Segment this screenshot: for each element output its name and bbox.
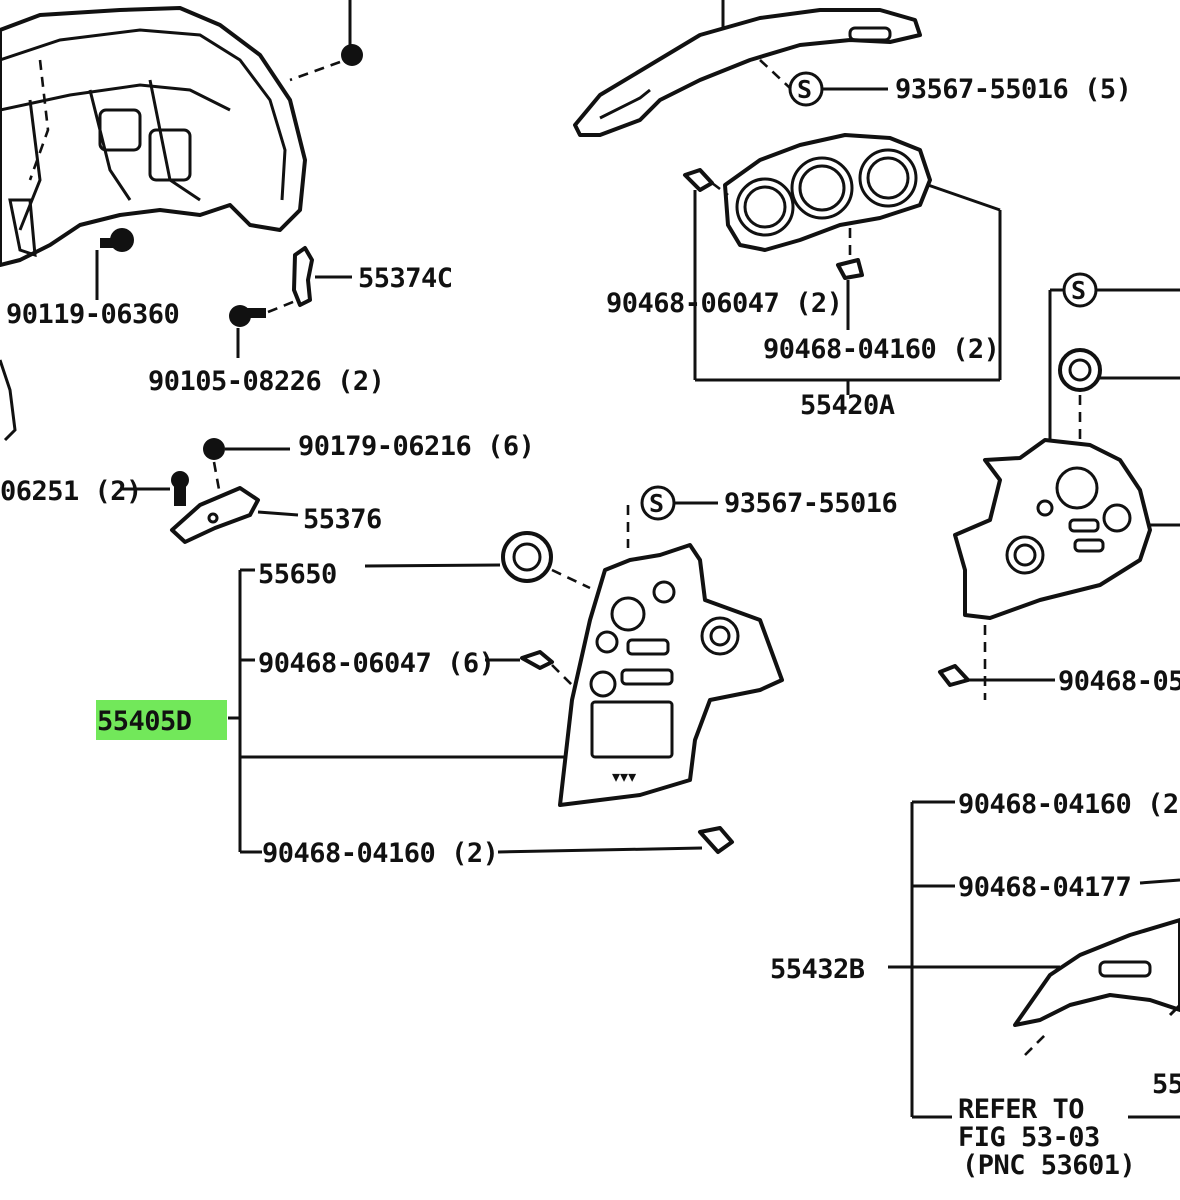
svg-text:S: S	[797, 75, 812, 104]
label-55650: 55650	[258, 559, 337, 590]
svg-text:S: S	[649, 489, 664, 518]
label-06251: 06251 (2)	[0, 476, 142, 507]
label-93567-55016-mid: 93567-55016	[724, 488, 897, 519]
label-90468-05-right: 90468-05	[1058, 666, 1180, 697]
label-90119-06360: 90119-06360	[6, 299, 179, 330]
label-55376: 55376	[303, 504, 382, 535]
center-cluster-panel-55405D: ▾▾▾	[501, 505, 784, 854]
label-55420A: 55420A	[800, 390, 895, 421]
label-90468-04160-bottom: 90468-04160 (2)	[262, 838, 498, 869]
refer-line-2: FIG 53-03	[958, 1122, 1100, 1153]
screw-90179-06216	[203, 438, 290, 496]
label-55374C: 55374C	[358, 263, 453, 294]
clip-55374C	[292, 246, 352, 307]
label-90468-04177: 90468-04177	[958, 872, 1131, 903]
label-55405D: 55405D	[97, 706, 192, 737]
switch-panel-right	[938, 288, 1180, 700]
refer-line-1: REFER TO	[958, 1094, 1084, 1125]
highlight-55405D	[96, 700, 227, 740]
refer-line-3: (PNC 53601)	[962, 1150, 1135, 1181]
bolt-90119-06360	[95, 228, 134, 300]
bracket-55376	[170, 486, 299, 544]
s-marker-mid: S	[640, 485, 718, 521]
label-90468-06047-top: 90468-06047 (2)	[606, 288, 842, 319]
label-90468-04160-right: 90468-04160 (2)	[958, 789, 1180, 820]
label-90468-04160-top: 90468-04160 (2)	[763, 334, 999, 365]
svg-text:▾▾▾: ▾▾▾	[612, 767, 636, 786]
s-marker-right: S	[1062, 272, 1180, 308]
screw-90105-08226	[229, 298, 299, 358]
s-marker-top: S	[788, 71, 888, 107]
lower-panel-55432B	[888, 800, 1180, 1119]
screw-06251	[122, 471, 189, 506]
label-90179-06216: 90179-06216 (6)	[298, 431, 534, 462]
label-90468-06047-mid: 90468-06047 (6)	[258, 648, 494, 679]
svg-text:S: S	[1071, 276, 1086, 305]
instrument-panel-reinforcement	[0, 6, 307, 442]
gauge-housing-55420A	[683, 133, 1002, 395]
label-93567-55016-top: 93567-55016 (5)	[895, 74, 1131, 105]
label-55-cut: 55	[1152, 1069, 1180, 1100]
label-55432B: 55432B	[770, 954, 865, 985]
label-90105-08226: 90105-08226 (2)	[148, 366, 384, 397]
leader-bracket-55405D	[228, 563, 703, 854]
upper-trim-panel	[573, 0, 922, 137]
